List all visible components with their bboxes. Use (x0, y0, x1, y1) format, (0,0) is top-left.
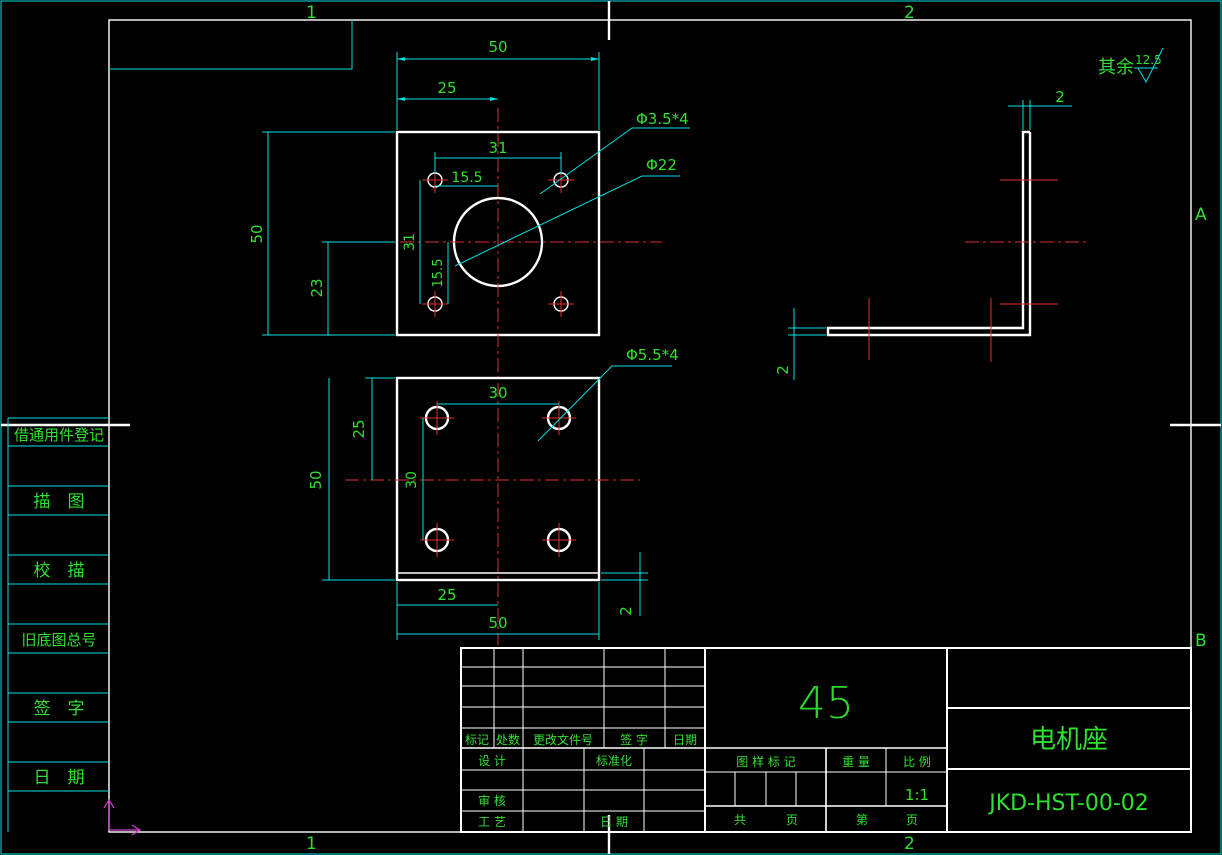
label-standardization: 标准化 (596, 754, 632, 768)
zone-label-bottom-1: 1 (306, 834, 317, 854)
side-view: 2 2 (774, 88, 1090, 380)
top-view: 50 25 31 15.5 50 23 31 15.5 Φ3.5*4 Φ22 (248, 38, 690, 645)
zone-label-right-b: B (1195, 631, 1207, 651)
inner-frame (108, 19, 1192, 833)
zone-label-bottom-2: 2 (904, 834, 915, 854)
base-plate-outline (395, 376, 601, 582)
label-sheet-page: 页 (786, 813, 798, 827)
left-registration-column: 借通用件登记 描 图 校 描 旧底图总号 签 字 日 期 (7, 417, 109, 832)
callout-center-hole: Φ22 (646, 156, 677, 174)
dim-base-height-50: 50 (307, 470, 325, 489)
left-column-item: 日 期 (34, 768, 85, 788)
callout-mount-holes: Φ5.5*4 (626, 346, 679, 364)
label-sheet-no: 第 (856, 813, 868, 827)
dim-base-thickness-2: 2 (617, 606, 635, 616)
roughness-label: 其余 (1098, 57, 1134, 78)
zone-label-right-a: A (1195, 205, 1207, 225)
rev-header: 标记 (465, 733, 489, 747)
label-total: 共 (734, 813, 746, 827)
dim-center-height-23: 23 (308, 278, 326, 297)
scale-value: 1:1 (905, 786, 929, 804)
label-design: 设 计 (478, 754, 506, 768)
label-scale: 比 例 (903, 755, 931, 769)
dim-hole-spacing-31-vertical: 31 (402, 233, 418, 251)
left-column-item: 旧底图总号 (21, 631, 96, 649)
rev-header: 日期 (673, 733, 697, 747)
dim-side-thickness-top-2: 2 (1055, 88, 1065, 106)
dim-hole-spacing-31: 31 (488, 139, 507, 157)
label-review: 审 核 (478, 793, 506, 808)
left-column-item: 描 图 (34, 492, 85, 512)
label-date: 日 期 (600, 815, 628, 829)
label-weight: 重 量 (842, 755, 870, 769)
part-name: 电机座 (1030, 725, 1108, 755)
zone-label-top-1: 1 (306, 3, 317, 23)
rev-header: 更改文件号 (533, 732, 593, 747)
left-column-item: 签 字 (34, 699, 85, 719)
label-page: 页 (906, 813, 918, 827)
left-column-item: 借通用件登记 (14, 426, 104, 444)
dim-base-width-50: 50 (488, 614, 507, 632)
dim-top-half-25: 25 (437, 79, 456, 97)
bottom-view: Φ5.5*4 30 30 25 50 25 50 2 (307, 346, 679, 640)
callout-small-holes: Φ3.5*4 (636, 110, 689, 128)
dim-hole-offset-15-5-vertical: 15.5 (431, 259, 446, 288)
ucs-axis-icon (103, 798, 142, 836)
dim-mount-spacing-30-vertical: 30 (404, 471, 420, 489)
surface-roughness-note: 其余 12.5 (1098, 47, 1164, 84)
dim-base-half-25: 25 (350, 419, 368, 438)
title-block: 标记 处数 更改文件号 签 字 日期 设 计 标准化 审 核 工 艺 日 期 4… (460, 647, 1192, 833)
dim-hole-offset-15-5: 15.5 (451, 170, 482, 186)
dim-mount-spacing-30: 30 (488, 384, 507, 402)
dim-top-height-50: 50 (248, 224, 266, 243)
material-value: 45 (798, 678, 854, 729)
top-left-stamp-box (109, 20, 353, 70)
dim-top-width-50: 50 (488, 38, 507, 56)
rev-header: 签 字 (620, 732, 648, 747)
dim-side-thickness-left-2: 2 (774, 365, 792, 375)
drawing-number: JKD-HST-00-02 (987, 791, 1149, 816)
rev-header: 处数 (496, 732, 520, 747)
roughness-value: 12.5 (1135, 53, 1162, 67)
zone-label-top-2: 2 (904, 3, 915, 23)
label-process: 工 艺 (478, 815, 506, 829)
label-stage-mark: 图 样 标 记 (736, 754, 795, 769)
left-column-item: 校 描 (34, 561, 85, 581)
dim-base-half-width-25: 25 (437, 586, 456, 604)
side-profile-outer (826, 130, 1032, 337)
